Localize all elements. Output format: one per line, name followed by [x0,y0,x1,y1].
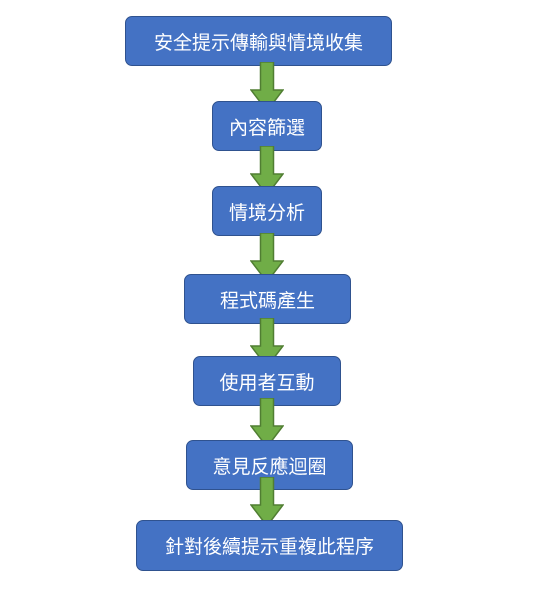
arrow-down-icon [250,398,284,448]
node-collect: 安全提示傳輸與情境收集 [125,16,392,66]
node-filter: 內容篩選 [212,101,322,151]
node-interact: 使用者互動 [193,356,341,406]
arrow-down-icon [250,477,284,527]
node-codegen: 程式碼產生 [184,274,351,324]
arrow-down-icon [250,233,284,283]
arrow-down-icon [250,62,284,112]
node-repeat: 針對後續提示重複此程序 [136,520,403,571]
node-feedback: 意見反應迴圈 [186,440,353,490]
node-analyze: 情境分析 [212,186,322,236]
arrow-down-icon [250,146,284,196]
